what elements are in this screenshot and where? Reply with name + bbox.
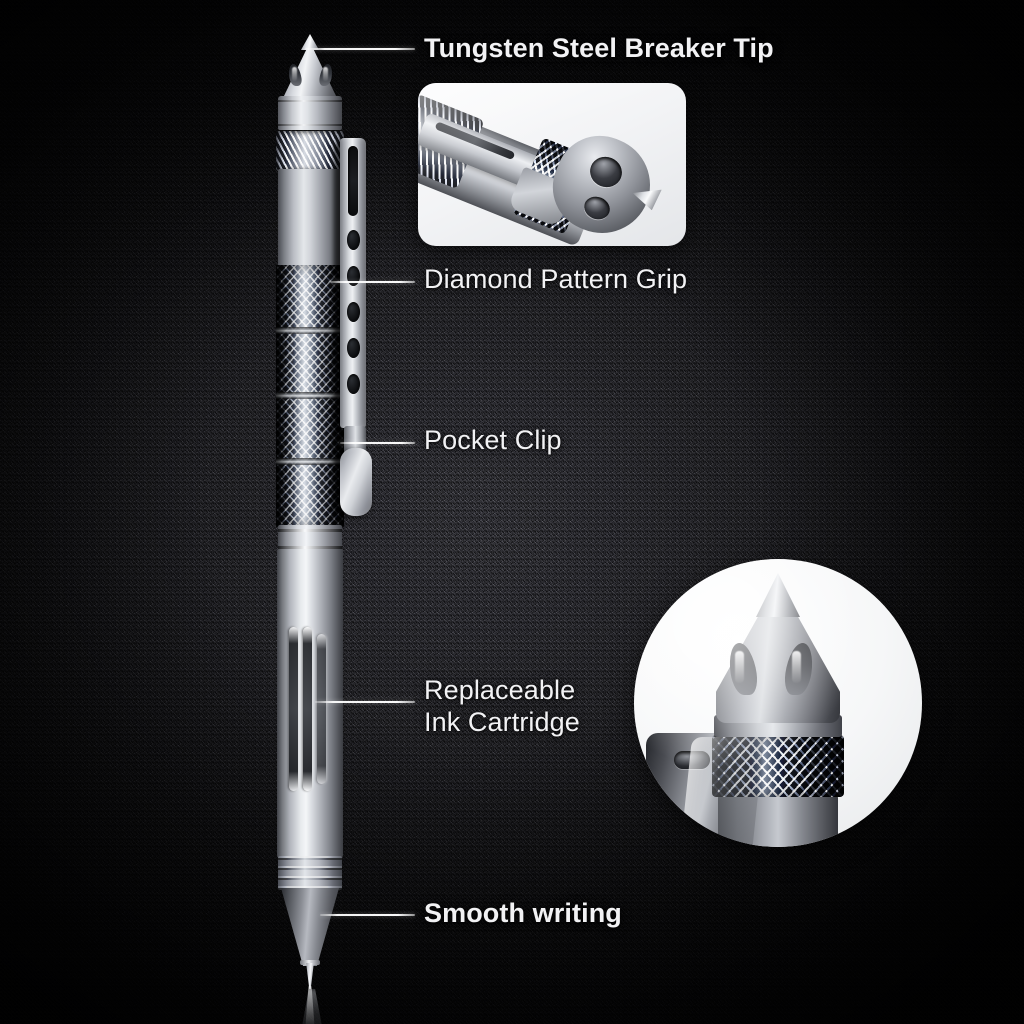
pocket-clip-hole-3 bbox=[347, 302, 360, 322]
knurled-collar-ring bbox=[276, 131, 344, 171]
leader-line-smooth-writing bbox=[320, 914, 415, 916]
writing-tip-collar bbox=[300, 960, 320, 965]
inset-circle-notch-highlight-2 bbox=[792, 651, 801, 683]
mid-band-line-2 bbox=[278, 546, 342, 549]
tactical-pen-product-image bbox=[252, 34, 392, 1024]
leader-line-tungsten-steel-breaker-tip bbox=[305, 48, 415, 50]
tip-collar-line-1 bbox=[278, 100, 342, 102]
pocket-clip-hole-4 bbox=[347, 338, 360, 358]
taper-ring-band bbox=[278, 856, 342, 890]
inset-breaker-tip-closeup-circle bbox=[634, 559, 922, 847]
nose-cone bbox=[281, 888, 339, 966]
cartridge-flute-3 bbox=[317, 634, 326, 784]
leader-line-replaceable-ink-cartridge bbox=[315, 701, 415, 703]
pocket-clip-hole-5 bbox=[347, 374, 360, 394]
callout-label-tungsten-steel-breaker-tip: Tungsten Steel Breaker Tip bbox=[424, 33, 774, 63]
callout-label-pocket-clip: Pocket Clip bbox=[424, 425, 562, 455]
inset-circle-notch-highlight-1 bbox=[735, 651, 744, 683]
cartridge-flute-2 bbox=[303, 627, 312, 791]
pen-reflection-highlight bbox=[305, 986, 315, 1024]
inset-breaker-tip-closeup-card bbox=[418, 83, 686, 246]
leader-line-pocket-clip bbox=[340, 442, 415, 444]
pocket-clip-pad bbox=[340, 448, 372, 516]
callout-label-smooth-writing: Smooth writing bbox=[424, 898, 622, 928]
inset-circle-clip-band bbox=[679, 737, 765, 847]
upper-barrel bbox=[278, 169, 342, 267]
callout-label-diamond-pattern-grip: Diamond Pattern Grip bbox=[424, 264, 688, 294]
inset-card-photo bbox=[418, 83, 686, 246]
writing-tip bbox=[306, 963, 314, 989]
inset-circle-tungsten-spike bbox=[756, 573, 800, 617]
leader-line-diamond-pattern-grip bbox=[330, 281, 415, 283]
pocket-clip-hole-2 bbox=[347, 266, 360, 286]
cartridge-flute-1 bbox=[289, 627, 298, 791]
mid-band-line-1 bbox=[278, 529, 342, 532]
pocket-clip-slot bbox=[348, 146, 358, 216]
breaker-tip-notch-highlight-left bbox=[292, 67, 297, 81]
tip-collar-line-2 bbox=[278, 124, 342, 126]
pocket-clip-hole-1 bbox=[347, 230, 360, 250]
breaker-tip-notch-highlight-right bbox=[323, 67, 328, 81]
callout-label-replaceable-ink-cartridge: Replaceable Ink Cartridge bbox=[424, 675, 580, 737]
